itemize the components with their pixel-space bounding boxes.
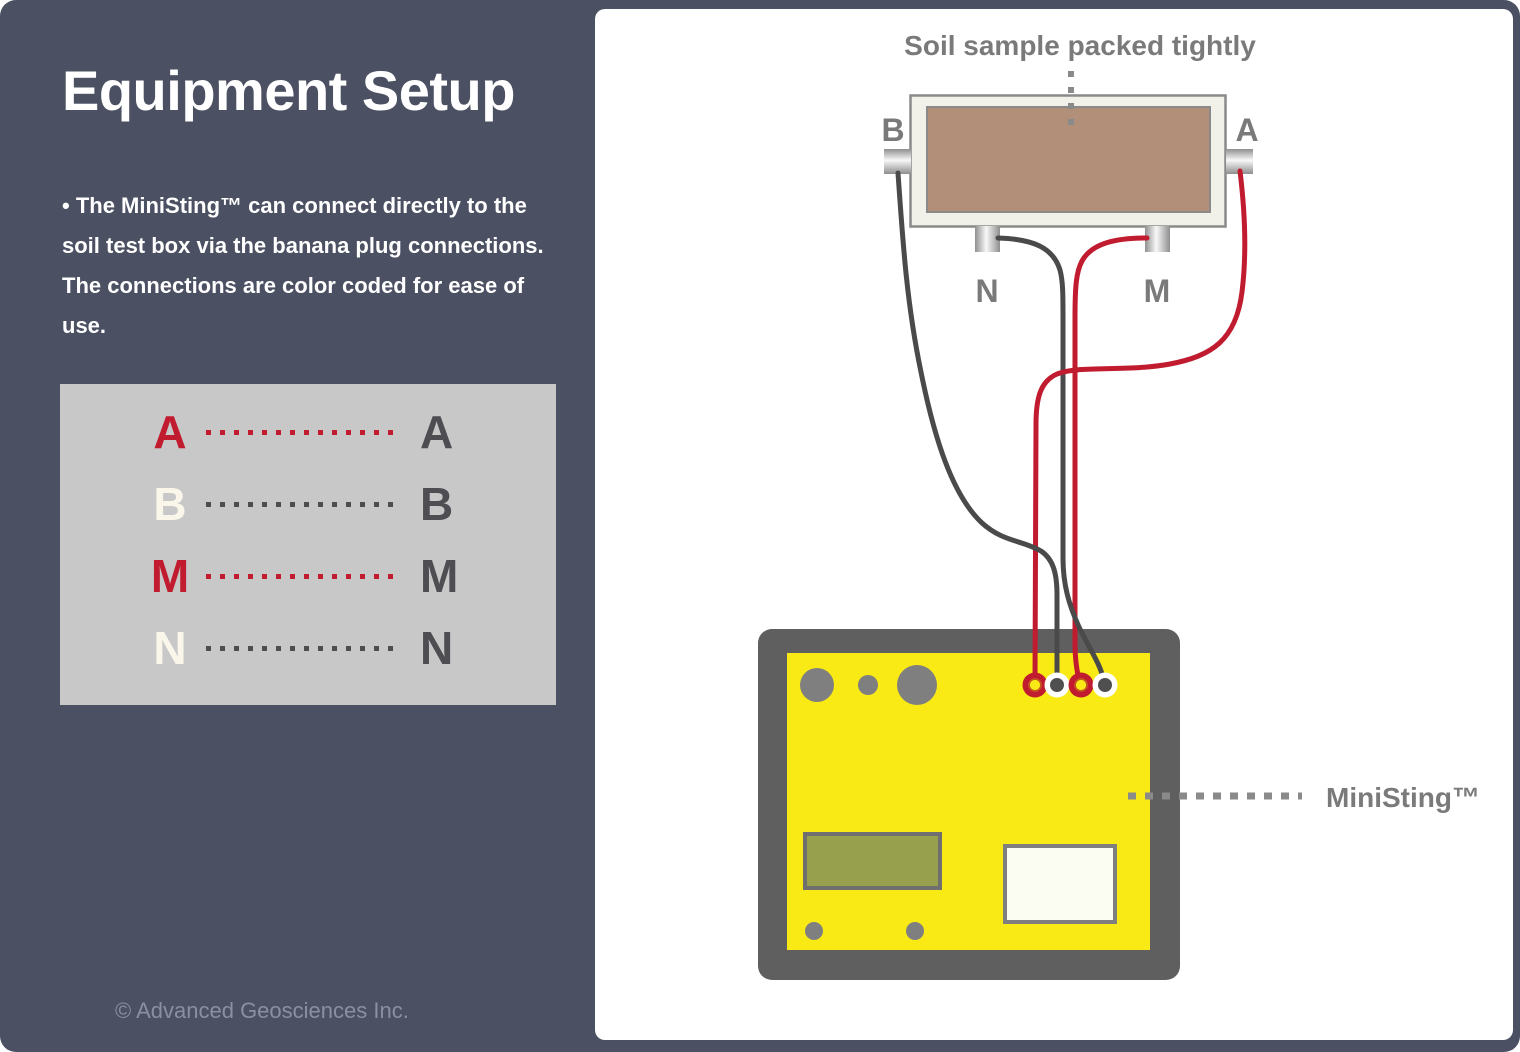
wire-a-red bbox=[1032, 168, 1248, 685]
knob-small bbox=[858, 675, 878, 695]
wire-b-dark bbox=[895, 170, 1060, 685]
plug-center bbox=[1098, 678, 1112, 692]
device-terminal-label: M bbox=[150, 550, 190, 602]
wire-n-dark bbox=[995, 235, 1107, 684]
intro-text: • The MiniSting™ can connect directly to… bbox=[62, 193, 544, 338]
soil-test-box bbox=[909, 94, 1227, 228]
dotted-leader bbox=[206, 429, 394, 435]
screw-left bbox=[805, 922, 823, 940]
wire-m-red bbox=[1072, 235, 1150, 686]
knob-left bbox=[800, 668, 834, 702]
box-terminal-label: M bbox=[420, 550, 459, 602]
device-terminal-label: N bbox=[153, 622, 187, 674]
banana-plug-black-1 bbox=[1044, 672, 1070, 698]
keypad-panel bbox=[1003, 844, 1117, 924]
legend-row-n: N N bbox=[60, 612, 556, 684]
terminal-n-label: N bbox=[975, 273, 998, 309]
device-label: MiniSting™ bbox=[1326, 782, 1480, 813]
lcd-screen bbox=[803, 832, 942, 890]
soil-box-caption: Soil sample packed tightly bbox=[904, 30, 1256, 61]
device-terminal-label: B bbox=[153, 478, 187, 530]
dotted-leader bbox=[206, 501, 394, 507]
equipment-diagram: Soil sample packed tightly B A N M bbox=[758, 30, 1480, 980]
terminal-m-label: M bbox=[1144, 273, 1171, 309]
terminal-b-label: B bbox=[881, 112, 904, 148]
dotted-leader bbox=[206, 645, 394, 651]
screw-right bbox=[906, 922, 924, 940]
ministing-device bbox=[758, 629, 1180, 980]
plug-center bbox=[1028, 678, 1042, 692]
copyright: © Advanced Geosciences Inc. bbox=[115, 998, 409, 1023]
terminal-a-label: A bbox=[1235, 112, 1258, 148]
banana-plug-red-2 bbox=[1068, 672, 1094, 698]
box-terminal-label: B bbox=[420, 478, 454, 530]
legend-row-a: A A bbox=[60, 396, 556, 468]
plug-center bbox=[1050, 678, 1064, 692]
banana-plug-black-2 bbox=[1092, 672, 1118, 698]
plug-center bbox=[1074, 678, 1088, 692]
banana-plug-red-1 bbox=[1022, 672, 1048, 698]
connection-legend: A A B B M M N N bbox=[60, 384, 556, 705]
knob-right bbox=[897, 665, 937, 705]
legend-row-b: B B bbox=[60, 468, 556, 540]
box-terminal-label: A bbox=[420, 406, 454, 458]
box-terminal-label: N bbox=[420, 622, 454, 674]
page-title: Equipment Setup bbox=[62, 59, 515, 122]
terminal-b bbox=[884, 149, 911, 174]
dotted-leader bbox=[206, 573, 394, 579]
legend-row-m: M M bbox=[60, 540, 556, 612]
diagram-panel: Soil sample packed tightly B A N M bbox=[595, 9, 1513, 1040]
device-terminal-label: A bbox=[153, 406, 187, 458]
